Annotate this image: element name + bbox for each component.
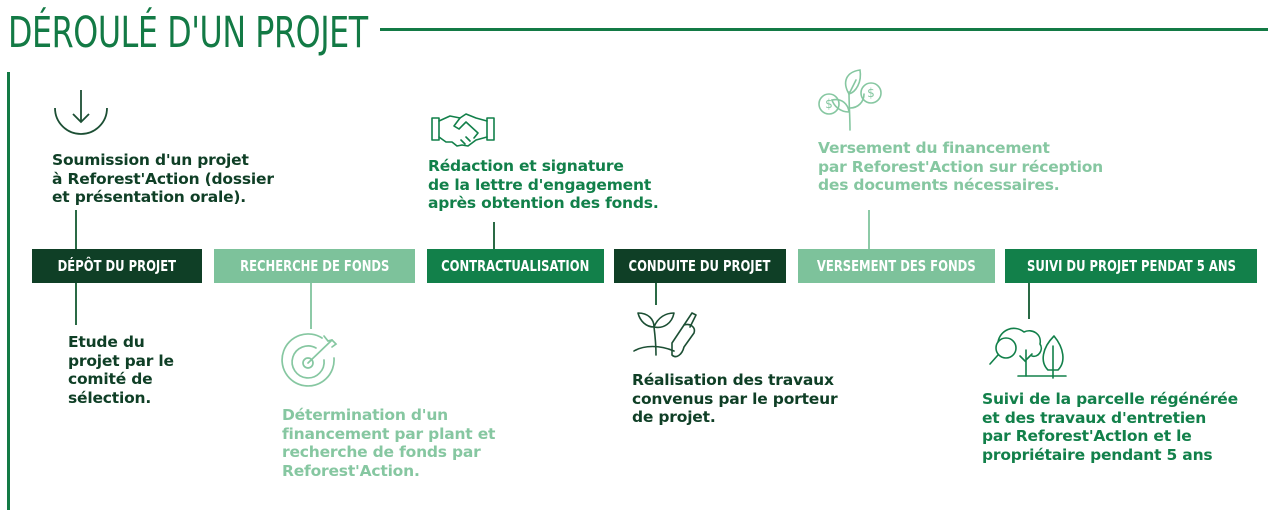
desc-soumission: Soumission d'un projet à Reforest'Action… bbox=[52, 151, 274, 206]
target-icon bbox=[281, 333, 338, 387]
connector-realisation bbox=[655, 283, 657, 305]
connector-redaction bbox=[493, 222, 495, 249]
title-rule bbox=[380, 28, 1268, 31]
step-depot: DÉPÔT DU PROJET bbox=[32, 249, 202, 283]
desc-determination: Détermination d'un financement par plant… bbox=[282, 406, 496, 480]
desc-etude: Etude du projet par le comité de sélecti… bbox=[68, 333, 174, 407]
page-title: DÉROULÉ D'UN PROJET bbox=[8, 8, 368, 58]
connector-suivi bbox=[1028, 283, 1030, 319]
sprout-trowel-icon bbox=[633, 312, 697, 358]
handshake-icon bbox=[431, 113, 495, 147]
desc-suivi: Suivi de la parcelle régénérée et des tr… bbox=[982, 390, 1238, 464]
step-recherche: RECHERCHE DE FONDS bbox=[214, 249, 415, 283]
step-suivi: SUIVI DU PROJET PENDAT 5 ANS bbox=[1005, 249, 1257, 283]
trees-magnifier-icon bbox=[989, 327, 1067, 379]
svg-text:$: $ bbox=[825, 97, 833, 111]
desc-realisation: Réalisation des travaux convenus par le … bbox=[632, 371, 838, 426]
desc-versement: Versement du financement par Reforest'Ac… bbox=[818, 139, 1104, 194]
connector-determination bbox=[310, 283, 312, 329]
download-arrow-icon bbox=[54, 90, 108, 135]
connector-etude bbox=[75, 283, 77, 325]
svg-text:$: $ bbox=[867, 86, 875, 100]
money-plant-icon: $ $ bbox=[818, 69, 882, 131]
connector-versement bbox=[868, 210, 870, 249]
connector-soumission bbox=[75, 210, 77, 249]
step-versement: VERSEMENT DES FONDS bbox=[798, 249, 995, 283]
step-contractualisation: CONTRACTUALISATION bbox=[427, 249, 604, 283]
step-conduite: CONDUITE DU PROJET bbox=[614, 249, 786, 283]
frame-rule bbox=[7, 72, 10, 510]
desc-redaction: Rédaction et signature de la lettre d'en… bbox=[428, 157, 659, 212]
